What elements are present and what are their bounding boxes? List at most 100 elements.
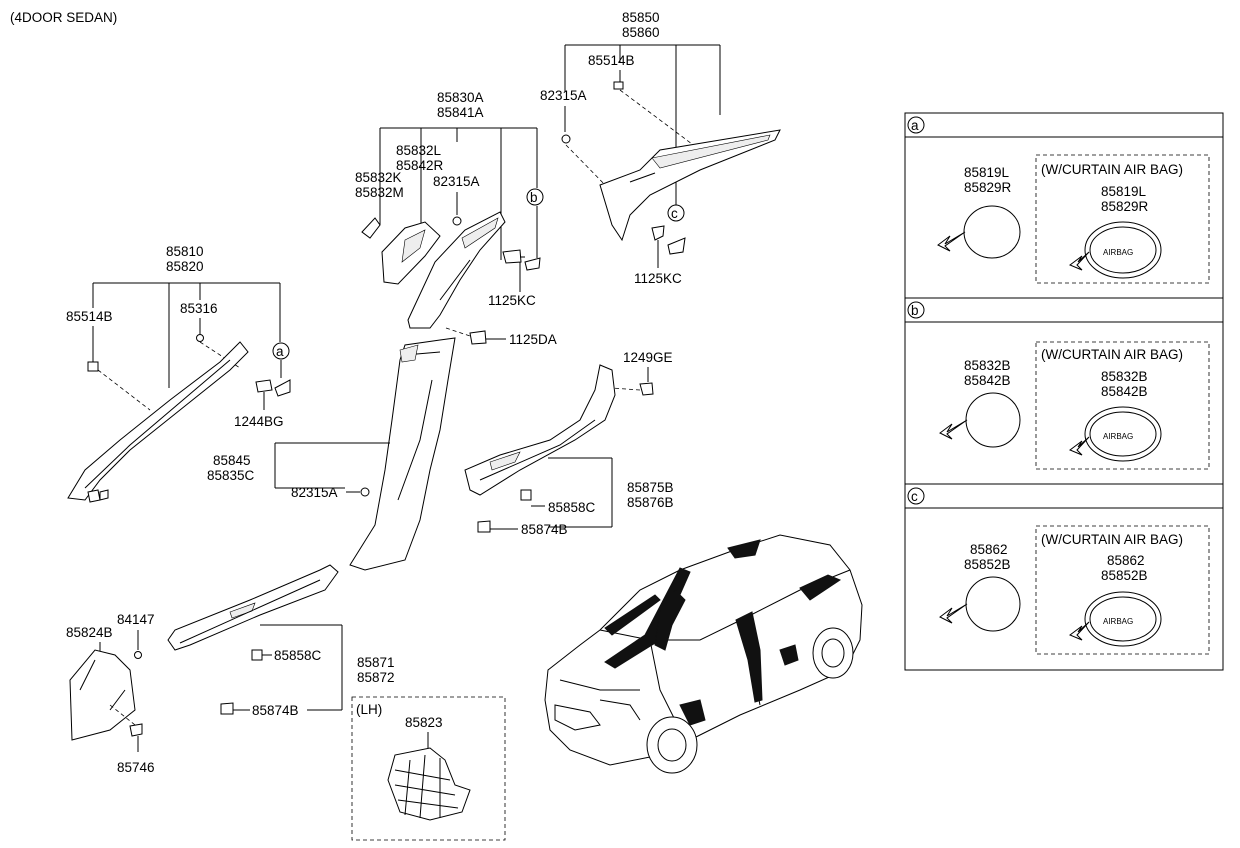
- svg-text:a: a: [911, 118, 919, 133]
- label-85823: 85823: [405, 715, 443, 730]
- bolt-1249GE: [639, 382, 654, 396]
- panel-b-key: [907, 301, 925, 319]
- label-82315A-mid: 82315A: [433, 174, 480, 189]
- group-85824B: 85824B 84147 85746: [66, 612, 155, 775]
- group-85810: 85810 85820 85514B 85316 a 1244BG: [66, 244, 291, 503]
- part-85824B: [69, 649, 136, 741]
- label-85874B-left: 85874B: [252, 703, 299, 718]
- label-85832L: 85832L: [396, 143, 442, 158]
- panel-c-vpart2: 85852B: [1101, 568, 1148, 583]
- clip-85858C-right: [520, 489, 532, 501]
- label-85810: 85810: [166, 244, 204, 259]
- label-85832K: 85832K: [355, 170, 402, 185]
- group-85845: 85845 85835C 82315A: [207, 337, 456, 571]
- panel-a: a 85819L 85829R (W/CURTAIN AIR BAG) 8581…: [907, 116, 1210, 284]
- svg-text:c: c: [911, 489, 918, 504]
- label-1125KC-mid: 1125KC: [488, 293, 536, 308]
- part-85832K: [361, 217, 381, 239]
- group-85830A: 85830A 85841A 85832L 85842R 85832K 85832…: [355, 90, 557, 347]
- label-85514B-left: 85514B: [66, 309, 113, 324]
- label-85845: 85845: [213, 453, 251, 468]
- label-85746: 85746: [117, 760, 155, 775]
- panel-c-variant-box: [1035, 525, 1210, 655]
- lh-inset-box: [351, 696, 506, 841]
- label-85876B: 85876B: [627, 495, 674, 510]
- panel-a-part1: 85819L: [964, 165, 1010, 180]
- label-82315A-low: 82315A: [291, 485, 338, 500]
- label-85824B: 85824B: [66, 625, 113, 640]
- part-b-pillar-upper: [407, 211, 506, 329]
- lh-inset: (LH) 85823: [351, 696, 506, 841]
- panel-a-badge: AIRBAG: [1103, 248, 1133, 257]
- group-85850: 85850 85860 85514B 82315A c 1125KC: [540, 10, 781, 286]
- part-c-pillar-trim: [599, 129, 781, 242]
- panel-b-part1: 85832B: [964, 358, 1011, 373]
- group-85875B: 1249GE 85875B 85876B 85858C 85874B: [464, 350, 674, 537]
- label-85841A: 85841A: [437, 105, 484, 120]
- label-85316: 85316: [180, 301, 218, 316]
- panel-a-vpart2: 85829R: [1101, 199, 1149, 214]
- panel-a-variant: (W/CURTAIN AIR BAG): [1041, 162, 1183, 177]
- part-85823: [387, 747, 471, 821]
- panel-b-part2: 85842B: [964, 373, 1011, 388]
- svg-text:c: c: [671, 206, 678, 221]
- panel-a-key: [907, 116, 925, 134]
- callout-b-top: [526, 188, 544, 206]
- part-rear-sill-trim: [464, 364, 616, 496]
- clip-85858C-left: [251, 649, 263, 661]
- label-1125DA: 1125DA: [509, 332, 557, 347]
- bolt-1125DA: [469, 330, 487, 345]
- label-82315A-top: 82315A: [540, 88, 587, 103]
- label-85874B-right: 85874B: [521, 522, 568, 537]
- label-1125KC-right: 1125KC: [634, 271, 682, 286]
- label-85830A: 85830A: [437, 90, 484, 105]
- label-85872: 85872: [357, 670, 395, 685]
- panel-b-badge: AIRBAG: [1103, 432, 1133, 441]
- clip-82315A-top: [561, 134, 571, 144]
- bolt-1125KC-right: [651, 225, 665, 241]
- panel-a-vpart1: 85819L: [1101, 184, 1147, 199]
- label-85850: 85850: [622, 10, 660, 25]
- panels-frame: [904, 112, 1224, 671]
- bolt-1125KC-mid: [502, 249, 522, 264]
- label-1244BG: 1244BG: [234, 414, 284, 429]
- panel-a-part2: 85829R: [964, 180, 1012, 195]
- panel-c-part2: 85852B: [964, 557, 1011, 572]
- car-illustration: [544, 534, 863, 774]
- panel-c-variant: (W/CURTAIN AIR BAG): [1041, 532, 1183, 547]
- label-85820: 85820: [166, 259, 204, 274]
- bolt-1244BG: [255, 379, 273, 393]
- label-85832M: 85832M: [355, 185, 404, 200]
- panel-b-variant: (W/CURTAIN AIR BAG): [1041, 347, 1183, 362]
- label-85860: 85860: [622, 25, 660, 40]
- panel-a-variant-box: [1035, 154, 1210, 284]
- group-85871: 85858C 85871 85872 85874B: [167, 564, 395, 718]
- label-1249GE: 1249GE: [623, 350, 673, 365]
- label-lh: (LH): [356, 702, 382, 717]
- panel-c-part1: 85862: [970, 542, 1008, 557]
- label-85835C: 85835C: [207, 468, 255, 483]
- panel-b-vpart1: 85832B: [1101, 369, 1148, 384]
- callout-a-left: [272, 342, 290, 360]
- label-85514B-top: 85514B: [588, 53, 635, 68]
- svg-text:b: b: [911, 303, 919, 318]
- callout-c-top: [667, 204, 685, 222]
- diagram-title: (4DOOR SEDAN): [10, 10, 117, 25]
- label-84147: 84147: [117, 612, 155, 627]
- panel-c-badge: AIRBAG: [1103, 617, 1133, 626]
- panel-b-vpart2: 85842B: [1101, 384, 1148, 399]
- panel-b-variant-box: [1035, 341, 1210, 470]
- panel-b: b 85832B 85842B (W/CURTAIN AIR BAG) 8583…: [907, 301, 1210, 470]
- label-85842R: 85842R: [396, 158, 444, 173]
- screw-85746: [129, 723, 143, 737]
- label-85871: 85871: [357, 655, 395, 670]
- svg-text:b: b: [530, 190, 538, 205]
- part-b-pillar-lower: [349, 337, 456, 571]
- panel-c-vpart1: 85862: [1107, 553, 1145, 568]
- label-85858C-left: 85858C: [274, 648, 322, 663]
- svg-text:a: a: [276, 344, 284, 359]
- panel-c: c 85862 85852B (W/CURTAIN AIR BAG) 85862…: [907, 487, 1210, 655]
- label-85875B: 85875B: [627, 480, 674, 495]
- right-panels: a 85819L 85829R (W/CURTAIN AIR BAG) 8581…: [904, 112, 1224, 671]
